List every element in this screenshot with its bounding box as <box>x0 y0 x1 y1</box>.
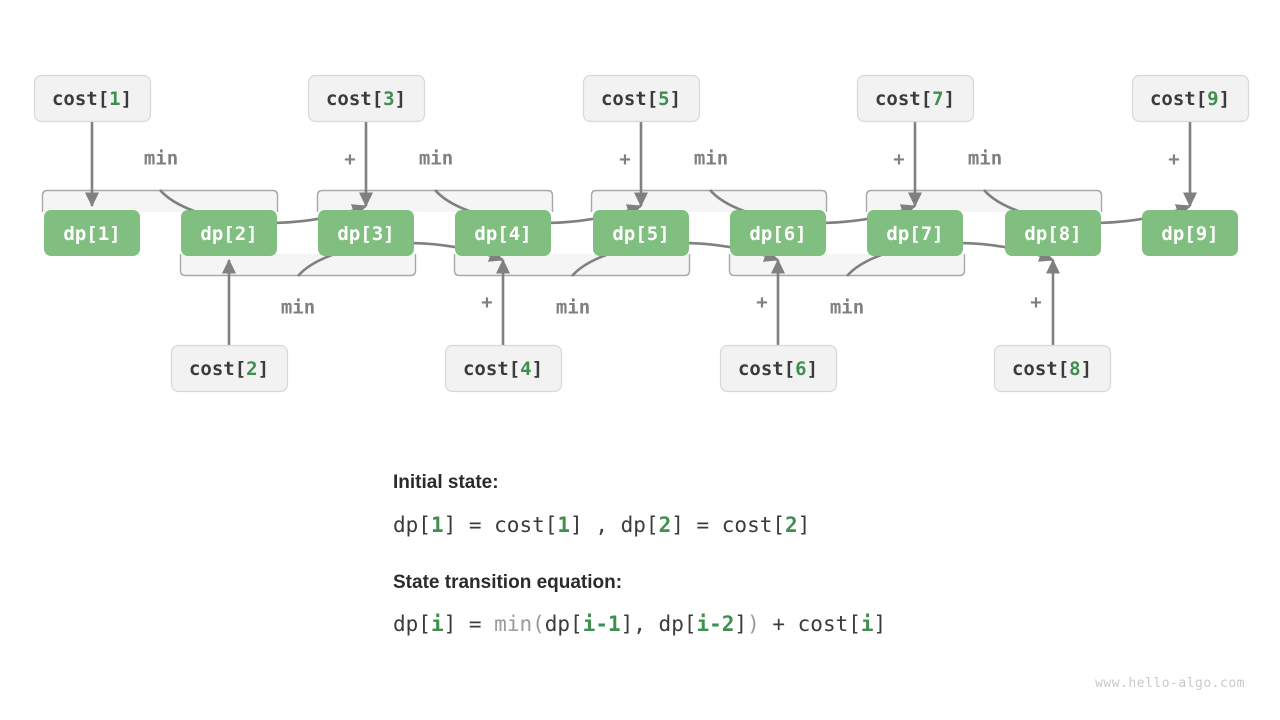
dp-node-box <box>867 210 963 256</box>
cost-node-box <box>170 344 289 393</box>
plus-label: + <box>756 292 767 314</box>
cost-node-1: cost[1] <box>33 74 152 123</box>
min-label: min <box>419 148 453 170</box>
operator-label-group: min min min min min min min + + + + + + + <box>144 148 1180 319</box>
dp-node-box <box>1142 210 1238 256</box>
cost-node-2: cost[2] <box>170 344 289 393</box>
cost-node-box <box>582 74 701 123</box>
cost-node-6: cost[6] <box>719 344 838 393</box>
min-label: min <box>968 148 1002 170</box>
state-transition-heading: State transition equation: <box>393 572 622 593</box>
cost-node-5: cost[5] <box>582 74 701 123</box>
cost-node-box <box>307 74 426 123</box>
cost-node-box <box>856 74 975 123</box>
cost-node-box <box>1131 74 1250 123</box>
dp-node-7: dp[7] <box>867 210 963 256</box>
dp-pair-bracket <box>590 189 828 212</box>
dp-node-8: dp[8] <box>1005 210 1101 256</box>
dp-pair-bracket <box>41 189 279 212</box>
bracket-group-top <box>41 189 1103 212</box>
dp-node-5: dp[5] <box>593 210 689 256</box>
node-label: cost[8] <box>1012 358 1092 380</box>
legend-group: Initial state: dp[1] = cost[1] , dp[2] = … <box>393 472 886 636</box>
node-label: cost[1] <box>52 88 132 110</box>
cost-node-box <box>444 344 563 393</box>
dp-node-box <box>181 210 277 256</box>
min-label: min <box>556 297 590 319</box>
node-label: dp[1] <box>63 223 120 245</box>
plus-label: + <box>344 149 355 171</box>
node-label: dp[8] <box>1024 223 1081 245</box>
plus-label: + <box>481 292 492 314</box>
dp-node-box <box>593 210 689 256</box>
dp-node-1: dp[1] <box>44 210 140 256</box>
cost-node-7: cost[7] <box>856 74 975 123</box>
dp-node-box <box>318 210 414 256</box>
node-label: dp[7] <box>886 223 943 245</box>
dp-node-box <box>44 210 140 256</box>
initial-state-heading: Initial state: <box>393 472 499 493</box>
dp-node-box <box>730 210 826 256</box>
plus-label: + <box>1168 149 1179 171</box>
cost-node-box <box>719 344 838 393</box>
plus-label: + <box>1030 292 1041 314</box>
cost-node-8: cost[8] <box>993 344 1112 393</box>
node-label: cost[5] <box>601 88 681 110</box>
cost-node-box <box>33 74 152 123</box>
node-label: dp[9] <box>1161 223 1218 245</box>
dp-node-6: dp[6] <box>730 210 826 256</box>
bracket-group-bottom <box>179 254 966 277</box>
dp-node-2: dp[2] <box>181 210 277 256</box>
dp-node-3: dp[3] <box>318 210 414 256</box>
node-label: cost[4] <box>463 358 543 380</box>
plus-label: + <box>893 149 904 171</box>
min-label: min <box>694 148 728 170</box>
cost-node-box <box>993 344 1112 393</box>
node-label: cost[7] <box>875 88 955 110</box>
dp-pair-bracket <box>865 189 1103 212</box>
plus-label: + <box>619 149 630 171</box>
cost-node-group-top: cost[1] cost[3] cost[5] cost[7] cost[9] <box>33 74 1250 123</box>
cost-node-9: cost[9] <box>1131 74 1250 123</box>
node-label: cost[6] <box>738 358 818 380</box>
node-label: dp[6] <box>749 223 806 245</box>
node-label: cost[9] <box>1150 88 1230 110</box>
watermark-text: www.hello-algo.com <box>1095 676 1245 691</box>
state-transition-formula: dp[i] = min(dp[i-1], dp[i-2]) + cost[i] <box>393 612 886 636</box>
cost-node-4: cost[4] <box>444 344 563 393</box>
min-label: min <box>830 297 864 319</box>
node-label: cost[3] <box>326 88 406 110</box>
cost-node-group-bottom: cost[2] cost[4] cost[6] cost[8] <box>170 344 1112 393</box>
dp-node-box <box>455 210 551 256</box>
dp-pair-bracket <box>179 254 417 277</box>
min-label: min <box>281 297 315 319</box>
dp-node-4: dp[4] <box>455 210 551 256</box>
min-label: min <box>144 148 178 170</box>
dp-node-9: dp[9] <box>1142 210 1238 256</box>
node-label: cost[2] <box>189 358 269 380</box>
node-label: dp[3] <box>337 223 394 245</box>
dp-pair-bracket <box>316 189 554 212</box>
node-label: dp[2] <box>200 223 257 245</box>
dp-node-group: dp[1] dp[2] dp[3] dp[4] dp[5] dp[6] dp[7] dp[8]… <box>44 210 1238 256</box>
initial-state-formula: dp[1] = cost[1] , dp[2] = cost[2] <box>393 513 810 537</box>
cost-node-3: cost[3] <box>307 74 426 123</box>
node-label: dp[4] <box>474 223 531 245</box>
dp-node-box <box>1005 210 1101 256</box>
watermark-group: www.hello-algo.com <box>1095 676 1245 691</box>
dp-pair-bracket <box>728 254 966 277</box>
node-label: dp[5] <box>612 223 669 245</box>
dp-pair-bracket <box>453 254 691 277</box>
